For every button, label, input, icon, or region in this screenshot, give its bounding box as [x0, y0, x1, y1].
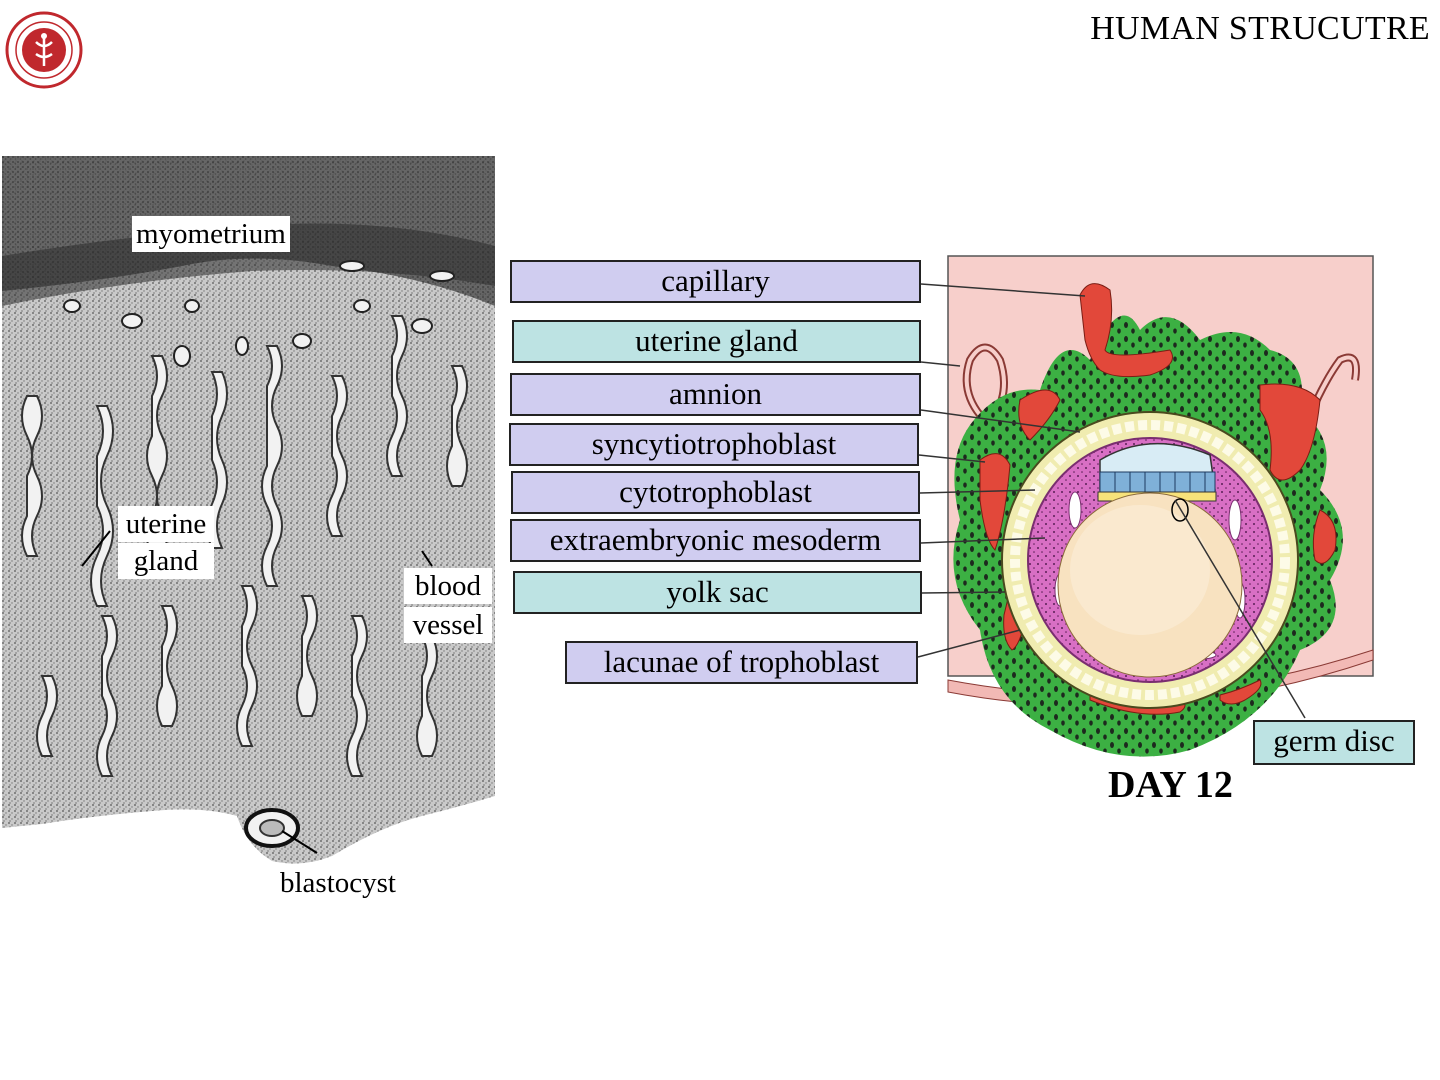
tag-amnion: amnion [510, 373, 921, 416]
label-blood-vessel-line1: blood [404, 568, 492, 604]
label-myometrium: myometrium [132, 216, 290, 252]
tag-lacunae-of-trophoblast: lacunae of trophoblast [565, 641, 918, 684]
label-blood-vessel-line2: vessel [404, 607, 492, 643]
tag-capillary: capillary [510, 260, 921, 303]
diagram-caption: DAY 12 [1108, 764, 1233, 806]
day12-implantation-diagram [947, 255, 1374, 757]
label-uterine-gland-line1: uterine [118, 506, 214, 542]
tag-syncytiotrophoblast: syncytiotrophoblast [509, 423, 919, 466]
label-blastocyst: blastocyst [280, 867, 396, 899]
tag-uterine-gland: uterine gland [512, 320, 921, 363]
tag-germ-disc: germ disc [1253, 720, 1415, 765]
histology-micrograph [2, 156, 495, 864]
page-title: HUMAN STRUCUTRE [1090, 10, 1430, 47]
label-uterine-gland-line2: gland [118, 543, 214, 579]
tag-cytotrophoblast: cytotrophoblast [511, 471, 920, 514]
tag-extraembryonic-mesoderm: extraembryonic mesoderm [510, 519, 921, 562]
tag-yolk-sac: yolk sac [513, 571, 922, 614]
university-seal-logo [5, 11, 83, 89]
